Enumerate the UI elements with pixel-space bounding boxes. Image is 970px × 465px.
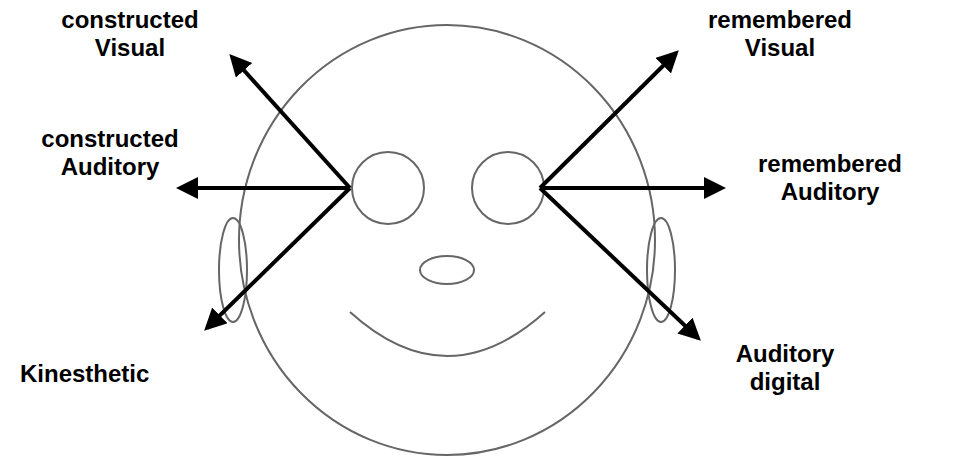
- eye-arrow: [207, 188, 350, 328]
- nose: [420, 256, 474, 284]
- smile: [350, 312, 545, 356]
- cue-label: Auditory digital: [705, 340, 865, 396]
- left-eye: [352, 152, 424, 224]
- eye-arrow: [540, 53, 676, 188]
- eye-arrow: [540, 188, 698, 338]
- right-ear: [647, 218, 675, 322]
- cue-label: remembered Auditory: [735, 150, 925, 206]
- right-eye: [472, 152, 544, 224]
- cue-label: remembered Visual: [690, 6, 870, 62]
- cue-label: Kinesthetic: [20, 360, 149, 388]
- left-ear: [219, 218, 247, 322]
- cue-label: constructed Auditory: [20, 125, 200, 181]
- cue-label: constructed Visual: [40, 6, 220, 62]
- eye-arrow: [180, 186, 350, 190]
- eye-arrow: [232, 57, 350, 188]
- eye-arrow: [540, 186, 722, 190]
